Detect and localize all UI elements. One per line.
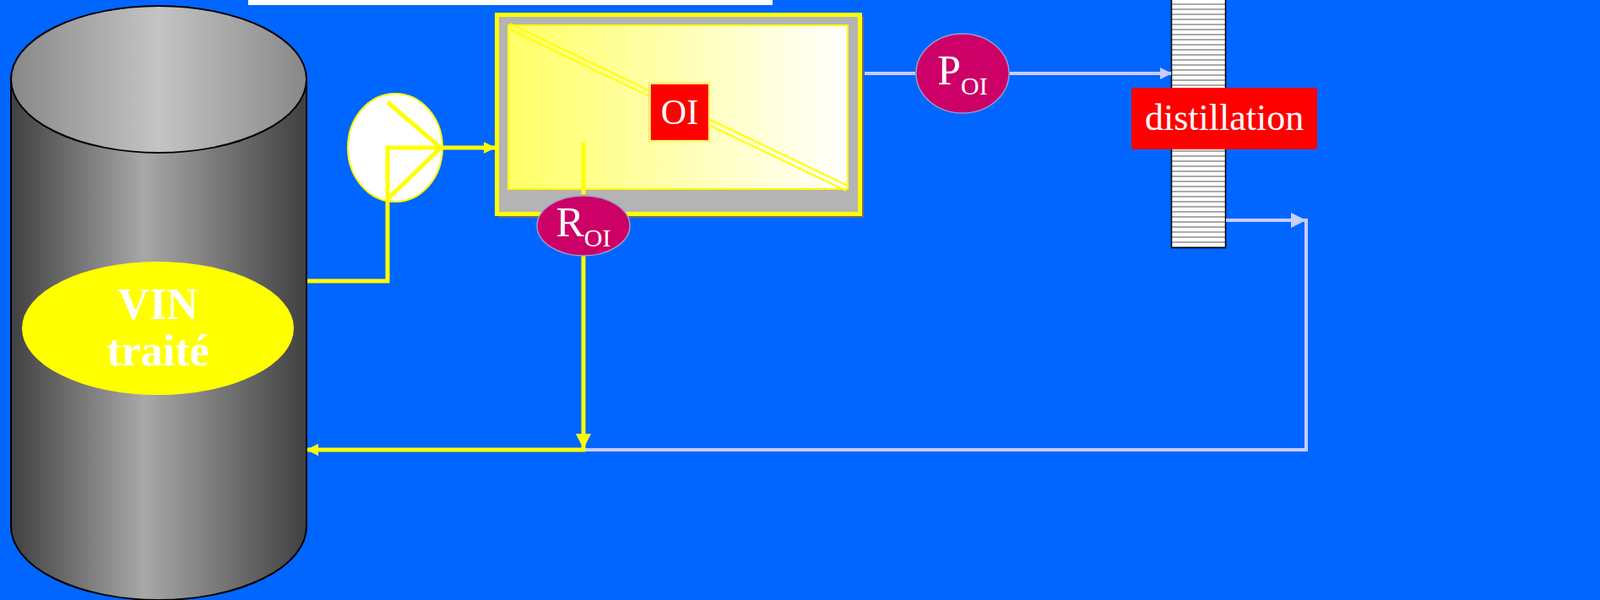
wine-tank: VIN traité <box>10 5 308 600</box>
flow-connector <box>307 147 495 282</box>
label-ellipse: VIN traité <box>21 261 294 396</box>
distillation-column: distillation <box>1171 0 1226 249</box>
flow-connector <box>1009 71 1172 76</box>
stream-subscript: OI <box>584 223 612 252</box>
title-bar <box>248 0 773 6</box>
flow-connector <box>864 71 916 76</box>
stream-ellipse: ROI <box>536 195 631 257</box>
stream-ellipse: POI <box>915 32 1010 114</box>
flow-connector <box>307 256 584 451</box>
process-label: distillation <box>1131 87 1318 150</box>
stream-subscript: OI <box>960 71 988 100</box>
module-label: OI <box>649 82 711 142</box>
flow-connector <box>307 220 1307 451</box>
flow-connector <box>581 142 586 196</box>
tank-label: VIN traité <box>65 282 251 375</box>
stream-symbol: P <box>937 46 961 94</box>
membrane-module: OI <box>494 12 865 219</box>
stream-symbol: R <box>555 198 584 246</box>
